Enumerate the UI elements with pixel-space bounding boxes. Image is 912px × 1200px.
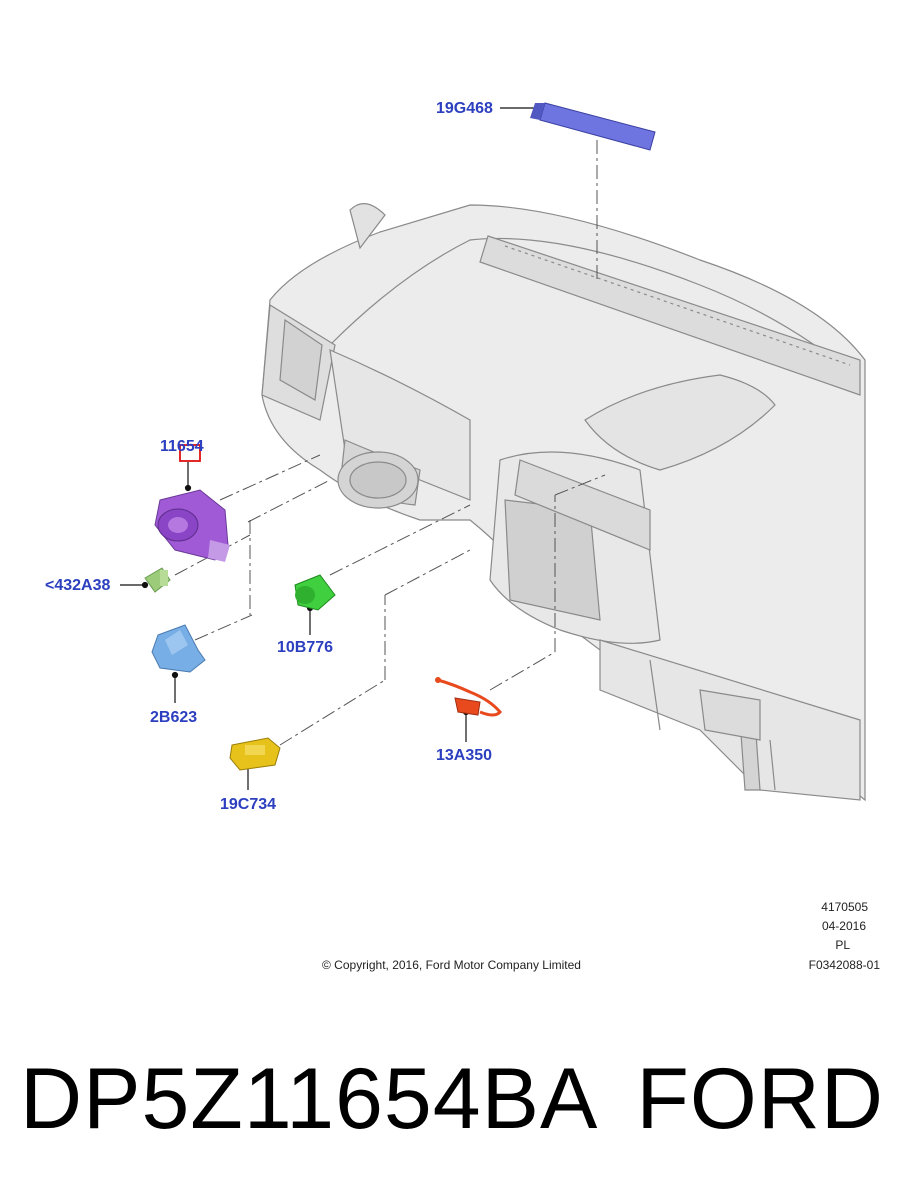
part-19g468-bar[interactable] xyxy=(530,102,656,151)
part-number-text: DP5Z11654BA xyxy=(20,1051,599,1147)
callout-11654[interactable]: 11654 xyxy=(160,438,204,455)
part-432a38-bulb[interactable] xyxy=(144,567,171,593)
callout-13a350[interactable]: 13A350 xyxy=(436,747,493,764)
callout-19c734[interactable]: 19C734 xyxy=(220,796,277,813)
leader-lines xyxy=(174,140,606,746)
copyright-text: © Copyright, 2016, Ford Motor Company Li… xyxy=(322,958,581,972)
exploded-parts-diagram xyxy=(120,102,866,802)
callout-19g468[interactable]: 19G468 xyxy=(436,100,493,117)
callout-2b623[interactable]: 2B623 xyxy=(150,709,198,726)
part-11654-light-switch[interactable] xyxy=(154,489,230,562)
diagram-lang: PL xyxy=(835,938,850,952)
part-19c734-connector[interactable] xyxy=(229,737,281,771)
part-13a350-harness[interactable] xyxy=(435,677,502,717)
part-10b776-socket[interactable] xyxy=(294,574,336,611)
footer-banner: DP5Z11654BA FORD xyxy=(0,1050,912,1170)
part-2b623-bracket[interactable] xyxy=(151,624,206,673)
brand-text: FORD xyxy=(636,1051,884,1147)
dashboard-panel xyxy=(261,203,866,802)
figure-id: F0342088-01 xyxy=(808,958,880,972)
diagram-date: 04-2016 xyxy=(821,919,866,933)
callout-432a38[interactable]: <432A38 xyxy=(45,577,111,594)
callout-10b776[interactable]: 10B776 xyxy=(277,639,334,656)
highlight-box xyxy=(179,444,201,462)
ref-number: 4170505 xyxy=(821,900,868,914)
